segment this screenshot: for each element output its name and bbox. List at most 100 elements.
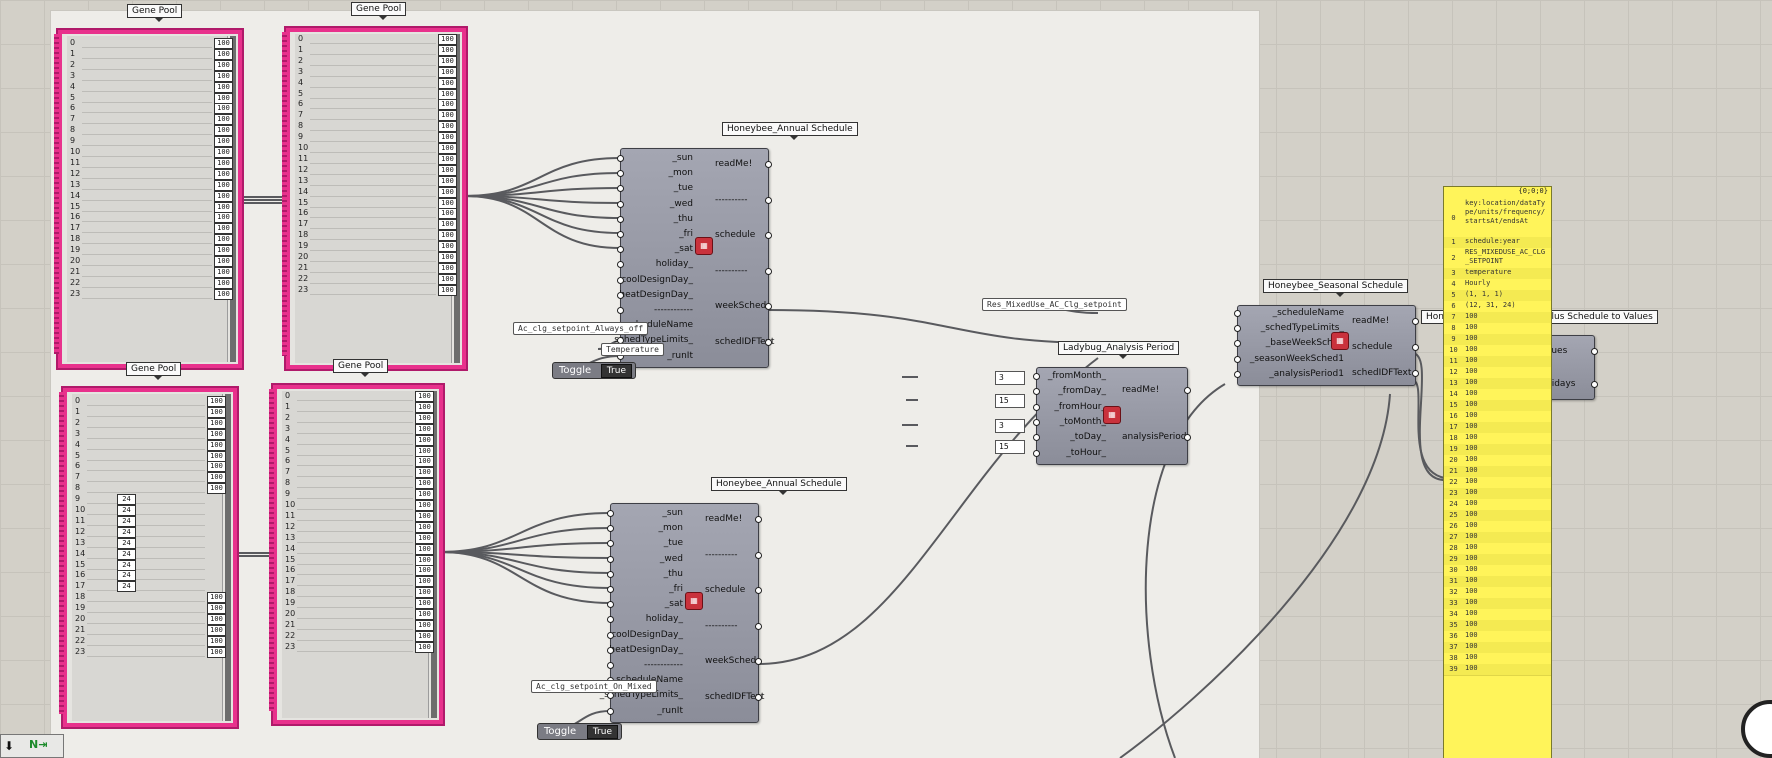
- input-param[interactable]: _baseWeekSched: [1265, 338, 1344, 349]
- input-param[interactable]: _fromDay_: [1058, 386, 1106, 397]
- input-port[interactable]: [607, 616, 614, 624]
- input-param[interactable]: _wed: [659, 553, 683, 564]
- input-port[interactable]: [607, 555, 614, 563]
- gene-value[interactable]: 100: [207, 624, 226, 636]
- gene-value[interactable]: 100: [415, 456, 434, 468]
- gene-value[interactable]: 100: [207, 472, 226, 484]
- input-port[interactable]: [617, 246, 624, 254]
- input-param[interactable]: _scheduleName: [621, 320, 693, 331]
- input-port[interactable]: [607, 601, 614, 609]
- input-port[interactable]: [1033, 373, 1040, 380]
- input-port[interactable]: [1234, 340, 1241, 348]
- output-port[interactable]: [755, 551, 762, 559]
- output-param[interactable]: readMe!: [715, 159, 753, 169]
- input-param[interactable]: ------------: [644, 660, 683, 670]
- output-port[interactable]: [755, 516, 762, 523]
- input-param[interactable]: _fri: [669, 584, 683, 594]
- gene-value[interactable]: 100: [438, 55, 457, 67]
- output-param[interactable]: readMe!: [1122, 385, 1160, 395]
- input-port[interactable]: [607, 570, 614, 578]
- input-port[interactable]: [1033, 449, 1040, 457]
- gene-value[interactable]: 100: [207, 646, 226, 658]
- output-param[interactable]: schedIDFText: [705, 691, 765, 702]
- gene-value[interactable]: 100: [438, 77, 457, 89]
- gene-value[interactable]: 24: [117, 505, 136, 516]
- gene-value[interactable]: 100: [438, 66, 457, 78]
- gene-value[interactable]: 100: [415, 609, 434, 620]
- gene-value[interactable]: 100: [415, 576, 434, 588]
- gene-value[interactable]: 100: [214, 157, 233, 169]
- output-port[interactable]: [765, 161, 772, 168]
- run-toggle-bottom[interactable]: Toggle True: [537, 723, 622, 740]
- input-port[interactable]: [607, 510, 614, 517]
- output-port[interactable]: [1184, 434, 1191, 441]
- gene-value[interactable]: 100: [214, 147, 233, 158]
- gene-value[interactable]: 100: [415, 401, 434, 413]
- input-param[interactable]: _sat: [664, 599, 683, 610]
- output-param[interactable]: ----------: [705, 620, 738, 631]
- output-param[interactable]: ----------: [715, 265, 748, 276]
- output-param[interactable]: analysisPeriod: [1122, 432, 1187, 442]
- input-param[interactable]: _runIt: [657, 705, 683, 716]
- input-port[interactable]: [1234, 325, 1241, 333]
- input-port[interactable]: [617, 231, 624, 238]
- gene-value[interactable]: 100: [214, 234, 233, 246]
- gene-value[interactable]: 100: [207, 592, 226, 604]
- gene-value[interactable]: 24: [117, 537, 136, 549]
- input-port[interactable]: [607, 525, 614, 533]
- output-param[interactable]: weekSched: [715, 301, 767, 311]
- output-param[interactable]: schedule: [1352, 342, 1393, 352]
- output-param[interactable]: ----------: [705, 549, 738, 560]
- gene-value[interactable]: 100: [214, 136, 233, 148]
- input-param[interactable]: _runIt: [667, 350, 693, 361]
- output-param[interactable]: schedule: [715, 230, 756, 240]
- gene-value[interactable]: 100: [214, 245, 233, 257]
- input-param[interactable]: _wed: [669, 198, 693, 209]
- output-port[interactable]: [755, 622, 762, 630]
- input-port[interactable]: [607, 662, 614, 669]
- gene-value[interactable]: 100: [207, 406, 226, 418]
- gene-pool-scrollbar[interactable]: [431, 391, 437, 718]
- input-port[interactable]: [607, 631, 614, 639]
- input-port[interactable]: [607, 586, 614, 593]
- gene-pool-scrollbar[interactable]: [225, 394, 231, 721]
- gene-value[interactable]: 100: [415, 500, 434, 511]
- input-param[interactable]: _mon: [658, 523, 683, 534]
- gene-value[interactable]: 100: [214, 256, 233, 267]
- input-port[interactable]: [617, 276, 624, 284]
- gene-value[interactable]: 100: [438, 273, 457, 285]
- input-port[interactable]: [1033, 434, 1040, 442]
- gene-value[interactable]: 100: [438, 110, 457, 122]
- gene-value[interactable]: 100: [214, 125, 233, 137]
- output-port[interactable]: [1184, 387, 1191, 394]
- gene-value[interactable]: 100: [207, 635, 226, 647]
- gene-value[interactable]: 100: [214, 38, 233, 49]
- gene-value[interactable]: 100: [415, 619, 434, 631]
- input-param[interactable]: _scheduleName: [1272, 308, 1344, 318]
- input-param[interactable]: coolDesignDay_: [611, 629, 683, 640]
- toggle-state[interactable]: True: [600, 364, 632, 378]
- input-param[interactable]: _toDay_: [1070, 432, 1106, 443]
- input-port[interactable]: [617, 170, 624, 178]
- input-param[interactable]: _toHour_: [1066, 447, 1106, 458]
- input-param[interactable]: _fromHour_: [1054, 401, 1106, 412]
- gene-value[interactable]: 100: [415, 521, 434, 533]
- input-param[interactable]: _tue: [673, 183, 693, 194]
- output-param[interactable]: schedIDFText: [1352, 368, 1412, 378]
- output-port[interactable]: [1591, 348, 1598, 355]
- gene-value[interactable]: 100: [415, 510, 434, 522]
- gene-value[interactable]: 100: [214, 212, 233, 224]
- gene-value[interactable]: 100: [214, 92, 233, 104]
- gene-value[interactable]: 100: [207, 614, 226, 625]
- gene-value[interactable]: 100: [214, 201, 233, 213]
- new-file-icon[interactable]: N⇥: [29, 738, 48, 751]
- input-port[interactable]: [617, 215, 624, 223]
- input-param[interactable]: _fri: [679, 229, 693, 239]
- gene-value[interactable]: 100: [207, 417, 226, 429]
- input-port[interactable]: [1234, 310, 1241, 317]
- schedule-name-panel-top[interactable]: Ac_clg_setpoint_Always_off: [513, 322, 649, 335]
- gene-value[interactable]: 100: [415, 565, 434, 577]
